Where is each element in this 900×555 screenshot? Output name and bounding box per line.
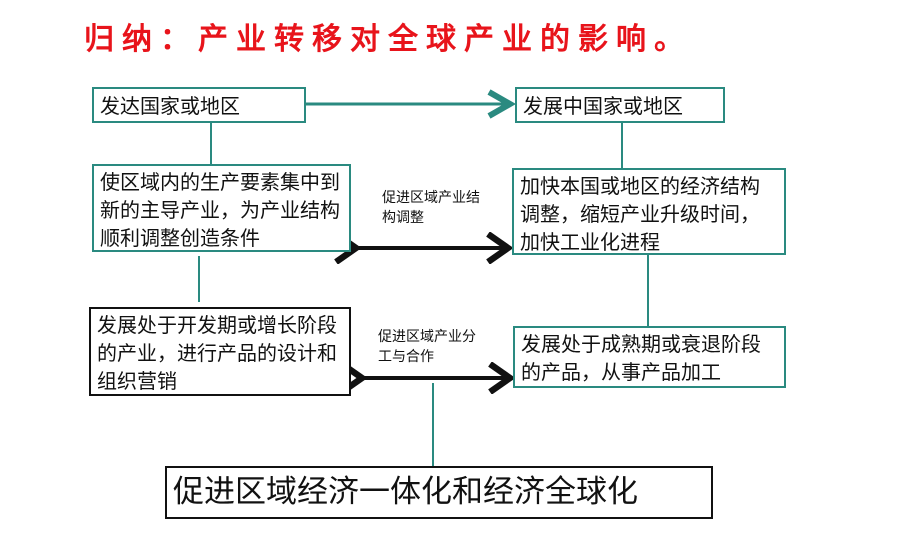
box-developed-effect: 使区域内的生产要素集中到新的主导产业，为产业结构顺利调整创造条件 (92, 164, 351, 252)
label-division: 促进区域产业分工与合作 (378, 329, 476, 365)
page-title: 归纳：产业转移对全球产业的影响。 (84, 22, 692, 57)
box-developed: 发达国家或地区 (92, 87, 306, 123)
box-developing-effect: 加快本国或地区的经济结构调整，缩短产业升级时间，加快工业化进程 (512, 168, 786, 255)
label-structure: 促进区域产业结构调整 (382, 190, 480, 226)
box-developed-stage: 发展处于开发期或增长阶段的产业，进行产品的设计和组织营销 (89, 307, 351, 396)
conclusion-box: 促进区域经济一体化和经济全球化 (165, 466, 713, 519)
box-developing-stage: 发展处于成熟期或衰退阶段的产品，从事产品加工 (513, 326, 786, 388)
box-developing: 发展中国家或地区 (515, 87, 725, 123)
